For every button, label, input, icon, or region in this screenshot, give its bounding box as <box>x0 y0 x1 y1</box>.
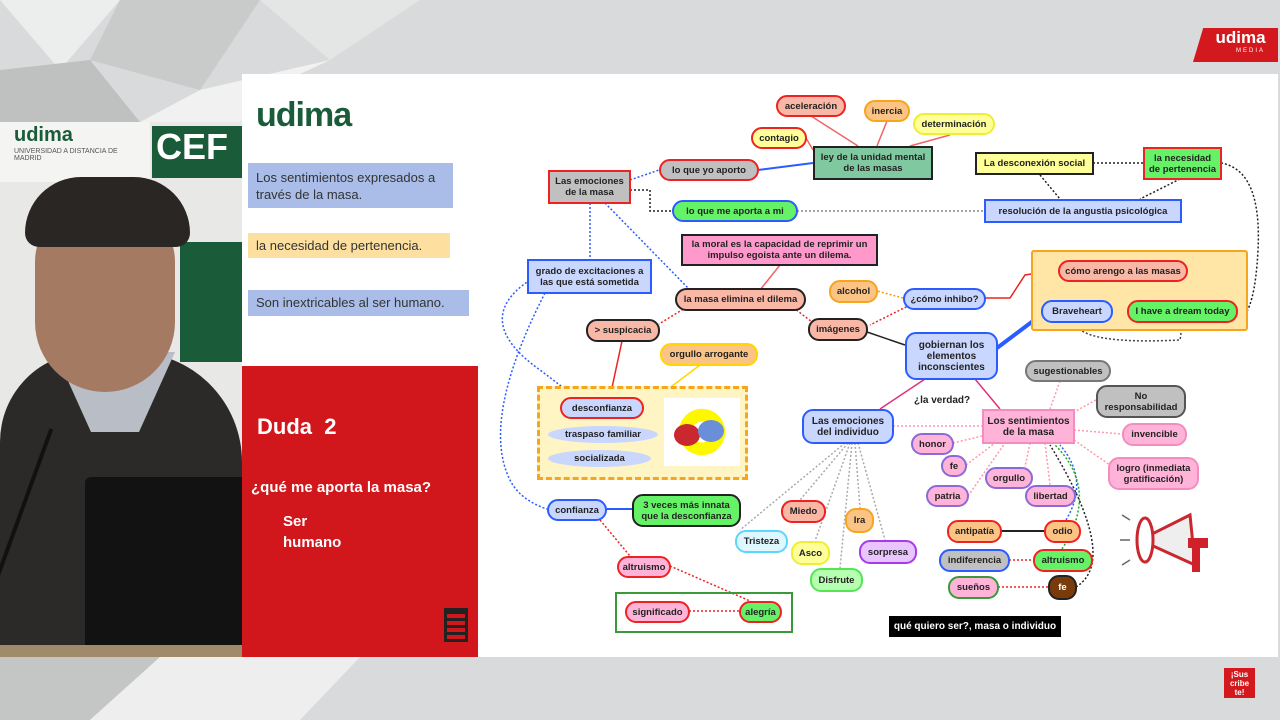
node-necesidad-pertenencia[interactable]: la necesidad de pertenencia <box>1143 147 1222 180</box>
node-confianza[interactable]: confianza <box>547 499 607 521</box>
node-determinacion[interactable]: determinación <box>913 113 995 135</box>
node-i-have-a-dream[interactable]: I have a dream today <box>1127 300 1238 323</box>
node-invencible[interactable]: invencible <box>1122 423 1187 446</box>
label-la-verdad: ¿la verdad? <box>914 395 971 406</box>
node-braveheart[interactable]: Braveheart <box>1041 300 1113 323</box>
node-emociones-masa[interactable]: Las emociones de la masa <box>548 170 631 204</box>
node-socializada[interactable]: socializada <box>548 450 651 467</box>
laptop <box>85 477 242 657</box>
node-inercia[interactable]: inercia <box>864 100 910 122</box>
red-panel: Duda 2 ¿qué me aporta la masa? Ser human… <box>242 366 478 657</box>
node-altruismo[interactable]: altruismo <box>1033 549 1093 572</box>
node-lo-que-me-aporta[interactable]: lo que me aporta a mi <box>672 200 798 222</box>
udima-media-logo: udima MEDIA <box>1193 28 1278 62</box>
subscribe-button[interactable]: ¡Sus cribe te! <box>1224 668 1255 698</box>
node-grado-excitaciones[interactable]: grado de excitaciones a las que está som… <box>527 259 652 294</box>
boxing-gloves-image <box>664 398 740 466</box>
node-lo-que-yo-aporto[interactable]: lo que yo aporto <box>659 159 759 181</box>
node-sugestionables[interactable]: sugestionables <box>1025 360 1111 382</box>
node-alcohol[interactable]: alcohol <box>829 280 878 303</box>
node-indiferencia[interactable]: indiferencia <box>939 549 1010 572</box>
udima-media-sub: MEDIA <box>1235 48 1265 54</box>
udima-media-text: udima <box>1215 28 1266 47</box>
node-miedo[interactable]: Miedo <box>781 500 826 523</box>
node-honor[interactable]: honor <box>911 433 954 455</box>
node-ley-unidad-mental[interactable]: ley de la unidad mental de las masas <box>813 146 933 180</box>
node-suenos[interactable]: sueños <box>948 576 999 599</box>
node-logro[interactable]: logro (inmediata gratificación) <box>1108 457 1199 490</box>
red-panel-answer: Ser humano <box>283 513 342 551</box>
slide-box-inextricables: Son inextricables al ser humano. <box>248 290 469 316</box>
node-la-moral[interactable]: la moral es la capacidad de reprimir un … <box>681 234 878 266</box>
presenter-video: udima UNIVERSIDAD A DISTANCIA DE MADRID … <box>0 122 242 657</box>
node-traspaso-familiar[interactable]: traspaso familiar <box>548 426 658 443</box>
presenter-hair <box>25 177 190 247</box>
wall-logo: udima UNIVERSIDAD A DISTANCIA DE MADRID <box>0 122 150 182</box>
node-orgullo-arrogante[interactable]: orgullo arrogante <box>660 343 758 366</box>
node-asco[interactable]: Asco <box>791 541 830 565</box>
node-significado[interactable]: significado <box>625 601 690 623</box>
red-panel-question: ¿qué me aporta la masa? <box>251 479 432 496</box>
node-antipatia[interactable]: antipatía <box>947 520 1002 543</box>
slide-box-sentimientos: Los sentimientos expresados a través de … <box>248 163 453 208</box>
wall-cef: CEF <box>152 126 242 178</box>
wall-udima-text: udima <box>14 124 73 146</box>
slide-udima-logo: udima <box>256 96 352 134</box>
node-masa-elimina-dilema[interactable]: la masa elimina el dilema <box>675 288 806 311</box>
wall-udima-sub: UNIVERSIDAD A DISTANCIA DE MADRID <box>14 148 118 162</box>
node-3-veces-innata[interactable]: 3 veces más innata que la desconfianza <box>632 494 741 527</box>
node-emociones-individuo[interactable]: Las emociones del individuo <box>802 409 894 444</box>
node-tristeza[interactable]: Tristeza <box>735 530 788 553</box>
megaphone-icon <box>1120 512 1208 572</box>
node-gobiernan-inconscientes[interactable]: gobiernan los elementos inconscientes <box>905 332 998 380</box>
wall-panel <box>180 242 242 362</box>
node-altruismo-2[interactable]: altruismo <box>617 556 671 578</box>
node-desconexion-social[interactable]: La desconexión social <box>975 152 1094 175</box>
node-disfrute[interactable]: Disfrute <box>810 568 863 592</box>
node-fe[interactable]: fe <box>941 455 967 477</box>
node-desconfianza[interactable]: desconfianza <box>560 397 644 419</box>
node-imagenes[interactable]: imágenes <box>808 318 868 341</box>
node-sorpresa[interactable]: sorpresa <box>859 540 917 564</box>
node-alegria[interactable]: alegría <box>739 601 782 623</box>
node-patria[interactable]: patria <box>926 485 969 507</box>
node-sentimientos-masa[interactable]: Los sentimientos de la masa <box>982 409 1075 444</box>
node-no-responsabilidad[interactable]: No responsabilidad <box>1096 385 1186 418</box>
red-panel-title: Duda 2 <box>257 414 337 439</box>
node-aceleracion[interactable]: aceleración <box>776 95 846 117</box>
node-suspicacia[interactable]: > suspicacia <box>586 319 660 342</box>
caption-que-quiero-ser: qué quiero ser?, masa o individuo <box>889 616 1061 637</box>
node-contagio[interactable]: contagio <box>751 127 807 149</box>
node-odio[interactable]: odio <box>1044 520 1081 543</box>
green-group-box <box>615 592 793 633</box>
desk <box>0 645 242 657</box>
node-como-inhibo[interactable]: ¿cómo inhibo? <box>903 288 986 310</box>
node-libertad[interactable]: libertad <box>1025 485 1076 507</box>
node-fe-brown[interactable]: fe <box>1048 575 1077 600</box>
node-ira[interactable]: Ira <box>845 508 874 533</box>
node-resolucion-angustia[interactable]: resolución de la angustia psicológica <box>984 199 1182 223</box>
film-icon <box>444 608 468 642</box>
node-como-arengo[interactable]: cómo arengo a las masas <box>1058 260 1188 282</box>
node-orgullo[interactable]: orgullo <box>985 467 1033 489</box>
slide-box-pertenencia: la necesidad de pertenencia. <box>248 233 450 258</box>
